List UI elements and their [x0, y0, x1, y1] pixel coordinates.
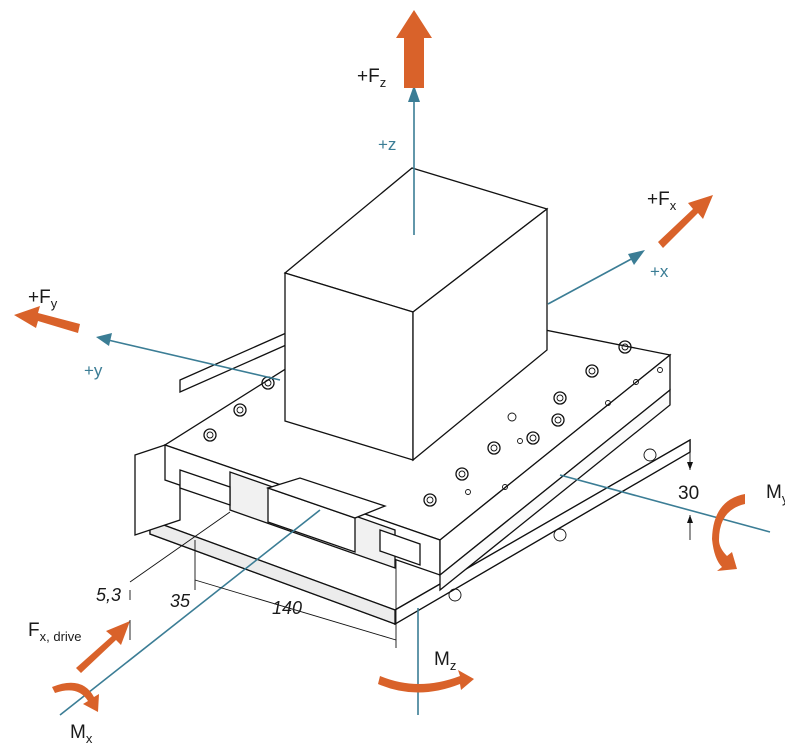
label-axis-y: +y [84, 361, 103, 380]
force-arrows [14, 10, 745, 712]
label-axis-z: +z [378, 135, 396, 154]
dimension-lines [129, 440, 693, 648]
moment-y-axis-line [559, 474, 771, 533]
y-axis-arrowhead [96, 333, 112, 346]
moment-z-arrow [378, 670, 474, 693]
label-moment-y: My [766, 482, 785, 506]
axes [59, 85, 771, 716]
labels: +Fz +z +Fx +x +Fy +y My Mz Mx Fx, drive … [28, 66, 785, 744]
force-y-arrow [14, 306, 80, 333]
moment-x-arrow [52, 682, 99, 712]
label-force-x-drive: Fx, drive [28, 620, 82, 644]
force-x-drive-arrow [76, 621, 130, 673]
label-moment-x: Mx [70, 722, 93, 744]
drive-axis-line [59, 509, 321, 716]
dimension-30: 30 [678, 483, 699, 504]
dimension-5-3: 5,3 [96, 585, 121, 605]
z-axis-arrowhead [408, 85, 420, 102]
label-axis-x: +x [650, 262, 669, 281]
dimension-140: 140 [272, 598, 302, 618]
dimension-35: 35 [170, 591, 191, 611]
force-z-arrow [396, 10, 432, 88]
moment-y-arrow [712, 494, 745, 571]
payload-block [283, 167, 549, 462]
y-axis-line [107, 339, 281, 381]
label-force-z: +Fz [357, 66, 386, 90]
x-axis-arrowhead [628, 250, 645, 265]
force-x-arrow [658, 195, 713, 248]
label-force-y: +Fy [28, 287, 58, 311]
label-force-x: +Fx [647, 189, 677, 213]
x-axis-line [547, 256, 636, 305]
label-moment-z: Mz [434, 649, 456, 673]
